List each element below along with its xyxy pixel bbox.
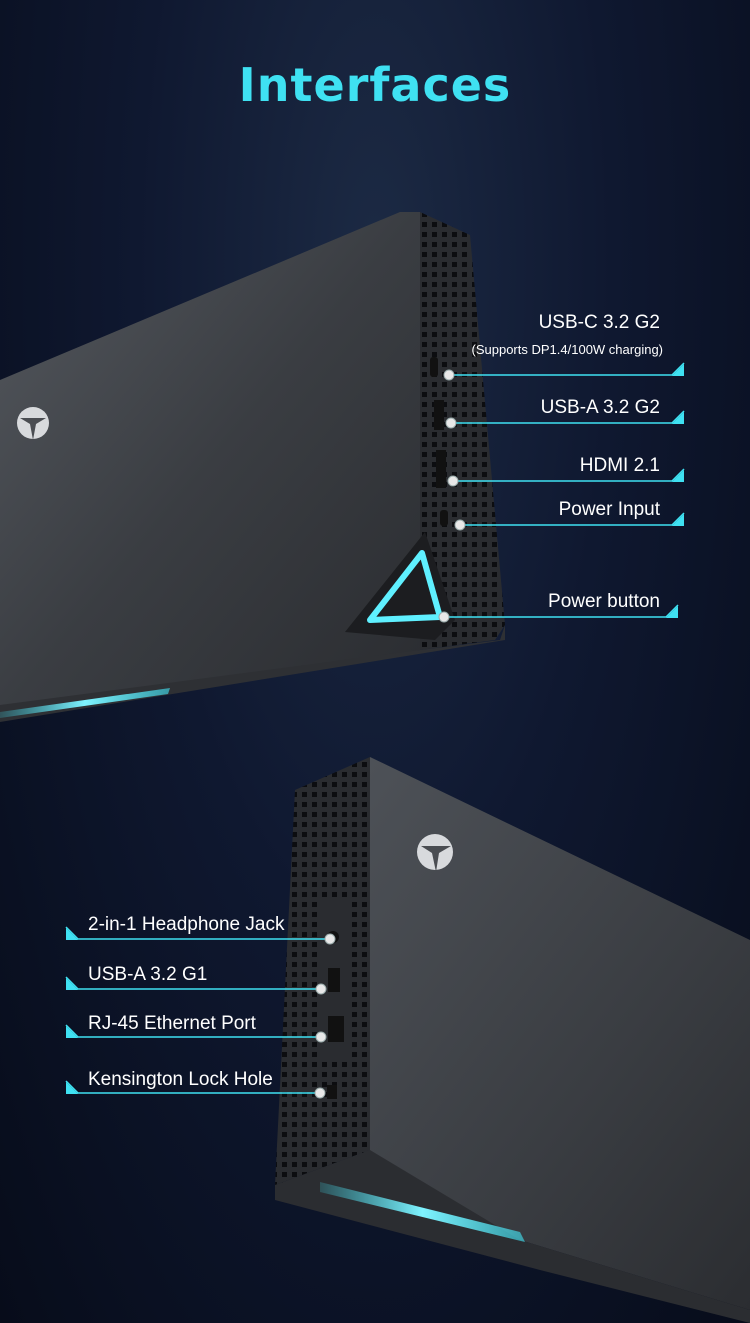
callout-lines-bottom <box>65 926 330 1094</box>
device-top-view <box>0 212 505 722</box>
port-label-kensington: Kensington Lock Hole <box>88 1069 273 1090</box>
brand-logo <box>17 407 49 440</box>
port-label-hdmi: HDMI 2.1 <box>579 455 660 476</box>
port-label-headphone-jack: 2-in-1 Headphone Jack <box>88 914 285 935</box>
port-label-power-input: Power Input <box>558 499 660 520</box>
port-label-usb-a-g1: USB-A 3.2 G1 <box>88 964 208 985</box>
port-label-usb-a-g2: USB-A 3.2 G2 <box>540 397 660 418</box>
page-title: Interfaces <box>238 58 512 112</box>
port-label-power-button: Power button <box>548 591 660 612</box>
port-note-usb-c: (Supports DP1.4/100W charging) <box>471 342 663 357</box>
callout-dots-bottom <box>314 933 336 1099</box>
callout-dots-top <box>438 369 466 623</box>
callout-tips-top <box>666 364 684 618</box>
port-label-rj45: RJ-45 Ethernet Port <box>88 1013 256 1034</box>
port-label-usb-c: USB-C 3.2 G2 <box>538 312 660 333</box>
callout-tips-bottom <box>66 928 78 1094</box>
device-bottom-view <box>275 757 750 1323</box>
brand-logo <box>417 834 453 872</box>
callout-lines-top <box>444 362 685 618</box>
power-button-housing <box>345 532 455 640</box>
